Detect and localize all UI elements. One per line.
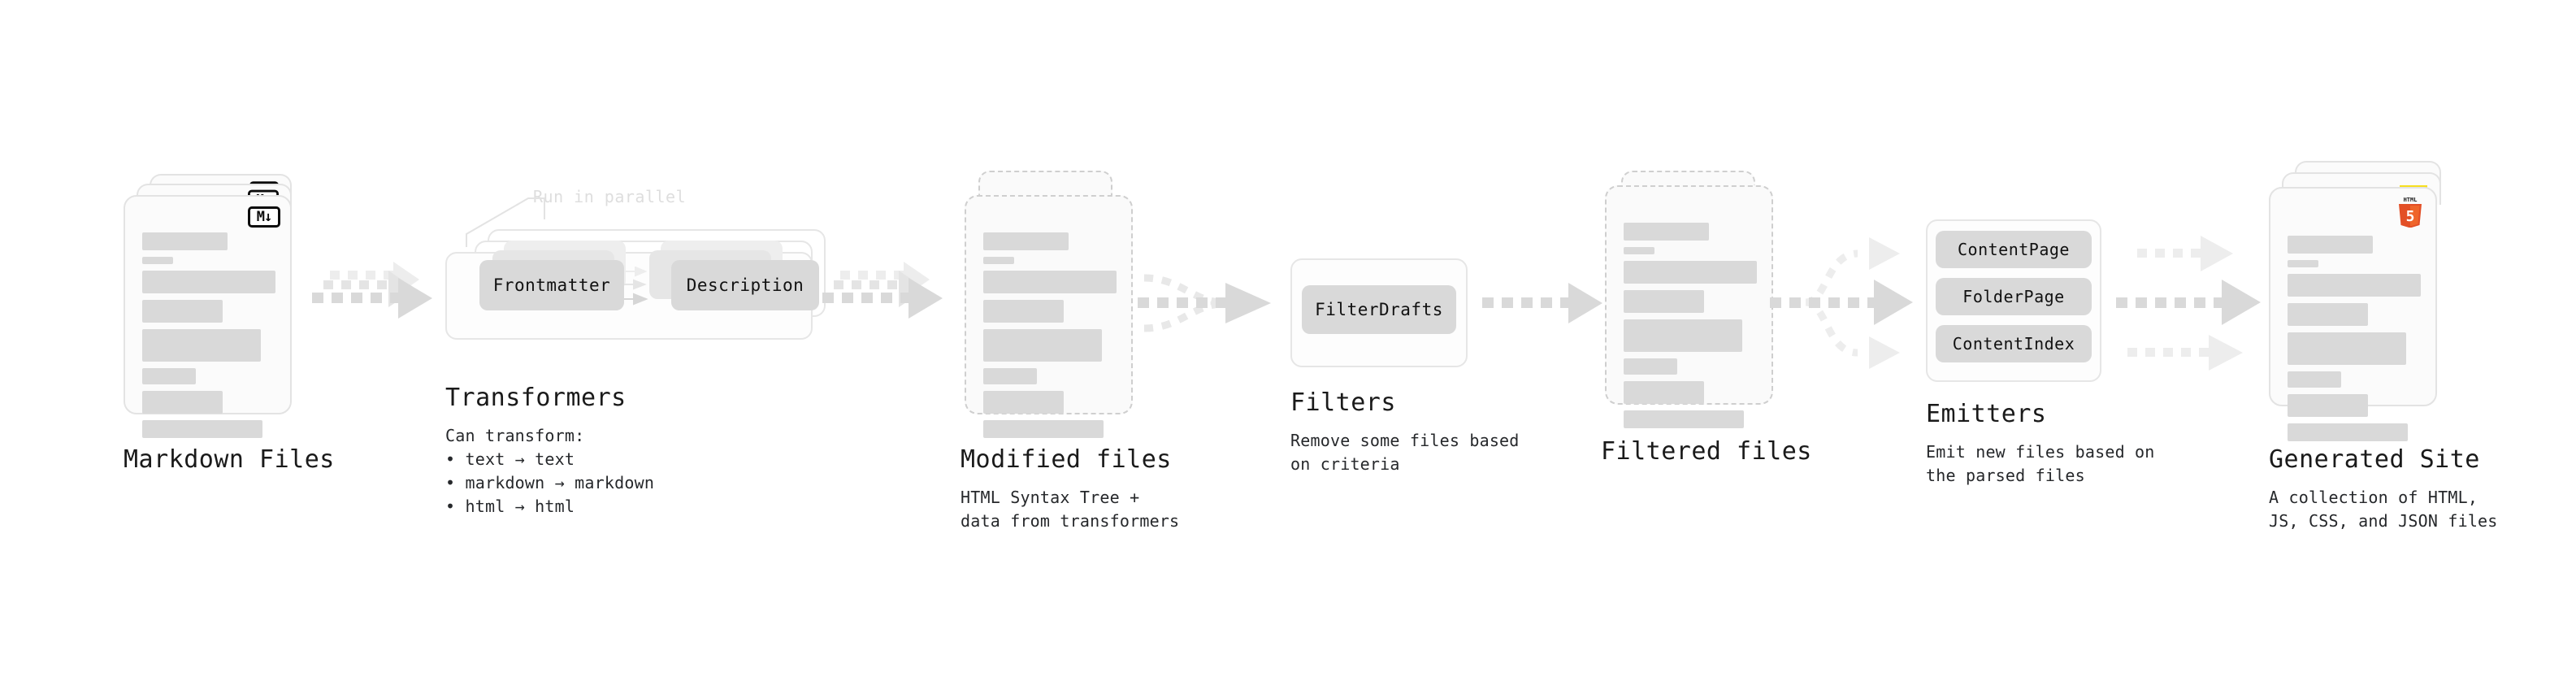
transformer-pill-description[interactable]: Description (671, 260, 819, 310)
stage-title-transformers: Transformers (445, 384, 627, 412)
stage-title-generated-site: Generated Site (2269, 445, 2480, 474)
filter-pill-filterdrafts[interactable]: FilterDrafts (1302, 285, 1456, 334)
stage-generated-site: CSS HTML 5 (2269, 154, 2529, 531)
stage-caption-transformers: Can transform: • text → text • markdown … (445, 426, 655, 516)
skeleton-bars (142, 232, 275, 445)
markdown-badge-label: M↓ (256, 208, 273, 225)
stage-filters: FilterDrafts Filters Remove some files b… (1290, 244, 1534, 488)
skeleton-bars-generated (2288, 236, 2421, 448)
emitter-pill-contentpage[interactable]: ContentPage (1936, 231, 2092, 268)
arrow-transformers-to-modified-files (822, 262, 943, 319)
stage-title-filters: Filters (1290, 388, 1396, 417)
stage-modified-files: Modified files HTML Syntax Tree + data f… (961, 163, 1188, 531)
modified-file-card-front (965, 195, 1133, 438)
arrow-emitters-to-generated-site (2116, 236, 2261, 371)
stage-title-emitters: Emitters (1926, 400, 2047, 428)
filtered-file-card-front (1605, 185, 1773, 428)
emitter-pill-contentindex[interactable]: ContentIndex (1936, 325, 2092, 362)
transformer-pill-frontmatter[interactable]: Frontmatter (479, 260, 624, 310)
emitter-pill-folderpage[interactable]: FolderPage (1936, 278, 2092, 315)
arrow-filtered-files-to-emitters (1770, 237, 1913, 369)
arrow-markdown-to-transformers (312, 262, 432, 319)
skeleton-bars-modified (983, 232, 1117, 445)
markdown-file-card-front: M↓ (124, 195, 292, 438)
stage-title-markdown-files: Markdown Files (124, 445, 335, 474)
svg-text:5: 5 (2406, 208, 2415, 225)
run-in-parallel-label: Run in parallel (533, 187, 687, 206)
stage-caption-emitters: Emit new files based on the parsed files (1926, 442, 2155, 485)
stage-caption-modified-files: HTML Syntax Tree + data from transformer… (961, 488, 1180, 531)
stage-caption-generated-site: A collection of HTML, JS, CSS, and JSON … (2269, 488, 2498, 531)
stage-transformers: Run in parallel Frontmatter Descripti (445, 187, 868, 516)
skeleton-bars-filtered (1624, 223, 1757, 435)
arrow-filters-to-filtered-files (1482, 283, 1602, 323)
stage-emitters: ContentPage FolderPage ContentIndex Emit… (1926, 219, 2186, 488)
markdown-badge: M↓ (248, 206, 280, 228)
html5-badge-wordmark: HTML (2404, 197, 2418, 203)
stage-title-filtered-files: Filtered files (1601, 437, 1812, 466)
stage-filtered-files: Filtered files (1601, 163, 1828, 504)
stage-markdown-files: M↓ M↓ M↓ Markdown Files (124, 163, 335, 504)
generated-file-card-front: HTML 5 (2269, 187, 2437, 441)
arrow-modified-files-to-filters (1138, 274, 1271, 332)
stage-title-modified-files: Modified files (961, 445, 1172, 474)
parallel-leader-line (466, 197, 545, 247)
html5-badge: HTML 5 (2399, 197, 2422, 228)
stage-caption-filters: Remove some files based on criteria (1290, 431, 1520, 474)
